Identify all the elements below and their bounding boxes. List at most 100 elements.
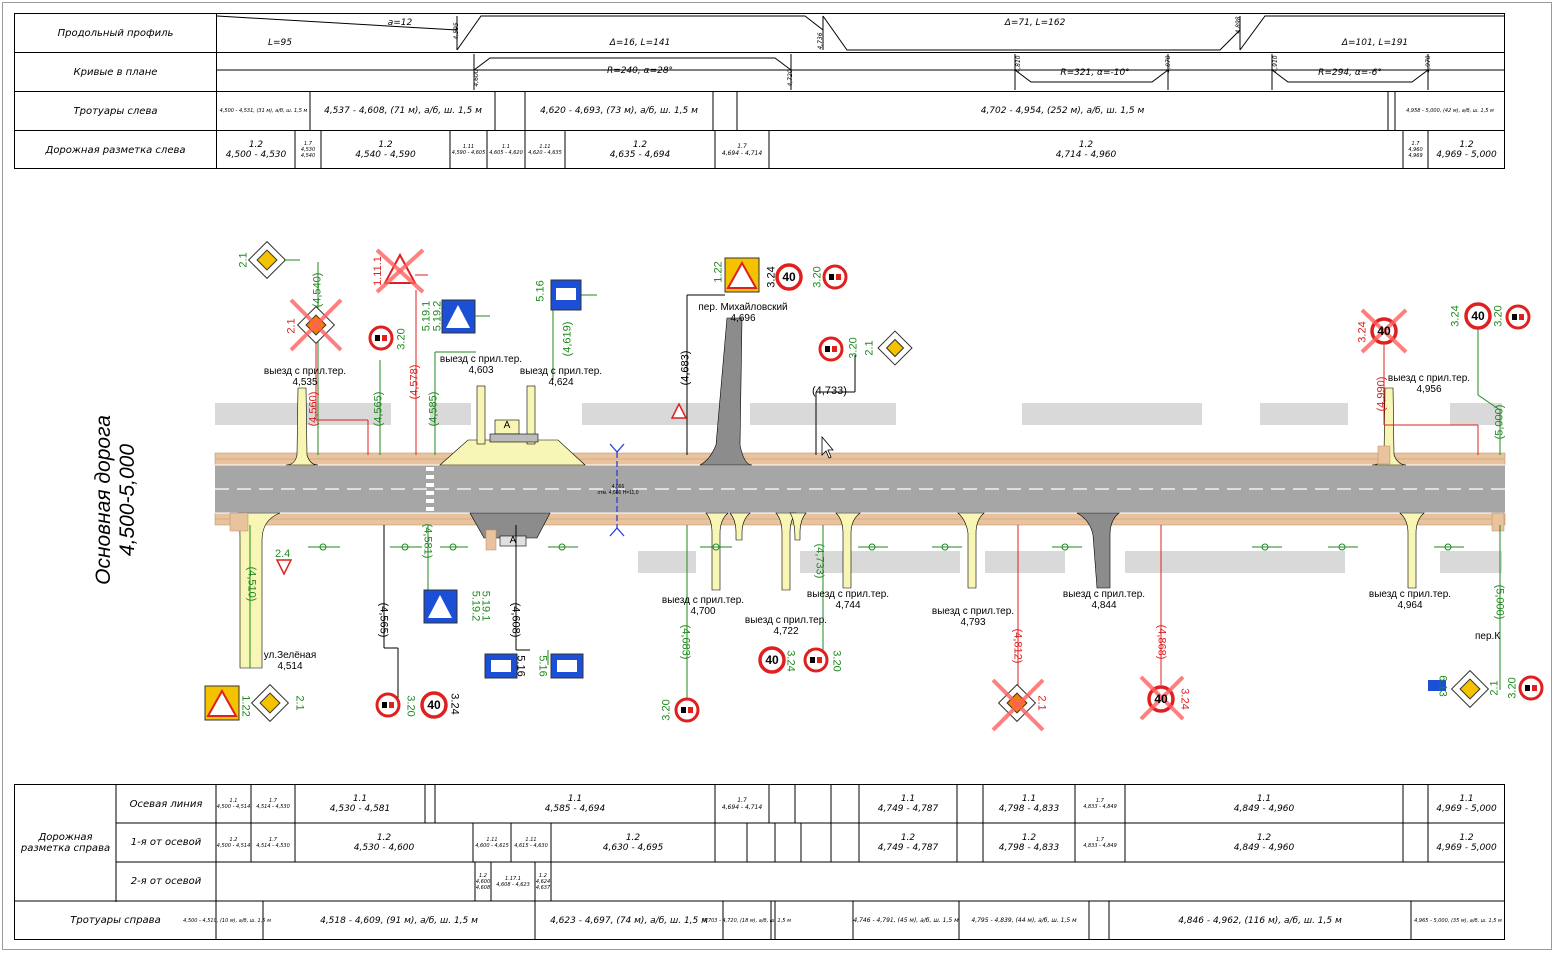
row-label-marking-left: Дорожная разметка слева <box>45 144 186 156</box>
speed-limit-icon <box>1360 308 1408 354</box>
sign-no-overtaking <box>1505 304 1531 330</box>
marking-range: 4,624 4,637 <box>535 878 551 891</box>
row-label-second: 2-я от осевой <box>130 876 202 887</box>
pk-mark: (4,585) <box>427 391 440 427</box>
marking-range: 4,500 - 4,514 <box>216 804 251 810</box>
marking-range: 4,605 - 4,620 <box>489 150 523 156</box>
marking-range: 4,749 - 4,787 <box>877 842 939 853</box>
black-leaders <box>383 294 856 705</box>
marking-type: 1.2 <box>1021 832 1037 843</box>
sign-no-overtaking <box>674 697 700 723</box>
pk-mark: (4,560) <box>307 391 320 427</box>
sign-code: 3.20 <box>1506 677 1519 699</box>
sign-code: 2.1 <box>863 340 876 356</box>
marking-type: 1.11 <box>462 144 475 150</box>
sign-code: 5.16 <box>514 655 527 677</box>
marking-range: 4,714 - 4,960 <box>1055 150 1117 160</box>
sign-code: 5.16 <box>536 655 549 677</box>
marking-range: 4,500 - 4,514 <box>216 842 251 849</box>
exit-label: выезд с прил.тер.4,844 <box>1049 589 1159 611</box>
row-label-profile: Продольный профиль <box>57 28 174 39</box>
divider <box>15 52 1505 53</box>
exit-mikhailovsky <box>699 317 753 466</box>
pk-mark: (4,581) <box>421 523 434 559</box>
pk-mark: (4,608) <box>509 602 522 638</box>
sidewalk-left: 4,500 - 4,531, (31 м), а/б, ш. 1,5 м <box>219 108 308 114</box>
sign-pedestrian-crossing <box>441 299 490 334</box>
marking-range: 4,514 - 4,530 <box>256 804 290 810</box>
row-label-sidewalks-left: Тротуары слева <box>73 106 158 117</box>
brick-pattern <box>215 458 1505 520</box>
exit-label: выезд с прил.тер.4,964 <box>1355 589 1465 611</box>
grey-bands <box>215 403 1502 573</box>
marking-range: 4,615 - 4,630 <box>514 842 548 849</box>
row-label-sidewalks-right: Тротуары справа <box>70 915 161 926</box>
marking-type: 1.1 <box>502 144 510 150</box>
speed-limit-icon <box>420 691 448 719</box>
profile-d71: Δ=71, L=162 <box>1004 18 1066 28</box>
top-table: Продольный профиль Кривые в плане Тротуа… <box>14 13 1505 169</box>
pk-mark: (4,868) <box>1155 624 1168 660</box>
exits-bottom <box>237 512 1425 669</box>
sign-code: 3.24 <box>765 266 778 288</box>
exit-pk: 4,722 <box>773 626 799 637</box>
marking-range: 4,620 - 4,635 <box>528 150 562 156</box>
sidewalk-right: 4,965 - 5,000, (35 м), а/б, ш. 1,5 м <box>1414 917 1502 924</box>
marking-type: 1.7 <box>1096 798 1104 804</box>
profile-graph <box>216 15 1505 169</box>
sign-code: 3.20 <box>660 699 673 721</box>
marking-range: 4,798 - 4,833 <box>998 842 1060 853</box>
marking-range: 4,540 - 4,590 <box>355 150 416 160</box>
marking-range: 4,849 - 4,960 <box>1233 842 1295 853</box>
exit-pk: 4,956 <box>1416 384 1442 395</box>
small-markers <box>308 543 1464 551</box>
sign-code: 6.13 <box>1436 675 1449 697</box>
speed-value: 40 <box>1471 309 1485 323</box>
marking-type: 1.7 <box>1411 141 1420 147</box>
exit-name: выезд с прил.тер. <box>1062 589 1146 600</box>
exit-pk: 4,696 <box>730 313 756 324</box>
bus-stop-letter: A <box>503 420 511 431</box>
marking-type: 1.2 <box>1078 140 1094 150</box>
marking-type: 1.17.1 <box>505 875 521 882</box>
marking-type: 1.11 <box>525 836 537 843</box>
marking-range: 4,960 4,969 <box>1408 147 1423 159</box>
road-name: Основная дорога <box>92 415 115 585</box>
group-label: Дорожная разметка справа <box>20 832 111 854</box>
marking-range: 4,600 - 4,615 <box>475 842 509 849</box>
marking-range: 4,694 - 4,714 <box>721 150 763 157</box>
exit-label: выезд с прил.тер.4,744 <box>793 589 903 611</box>
sign-code: 3.24 <box>1178 688 1191 710</box>
red-leaders <box>315 290 1479 690</box>
sign-bus-stop <box>550 653 584 679</box>
sign-no-overtaking <box>822 264 848 290</box>
marking-type: 1.1 <box>900 794 916 804</box>
profile-d101: Δ=101, L=191 <box>1341 38 1409 48</box>
sign-children-crossing <box>724 257 760 293</box>
exit-name: выезд с прил.тер. <box>439 354 523 365</box>
exit-label: выезд с прил.тер.4,956 <box>1374 373 1484 395</box>
sign-main-road-removed <box>289 298 343 352</box>
marking-type: 1.2 <box>229 836 238 843</box>
pk-mark: (4,565) <box>372 391 385 427</box>
sign-code: 1.22 <box>712 261 725 283</box>
exit-pk: 4,844 <box>1091 600 1117 611</box>
exit-name: пер. Михайловский <box>698 302 788 313</box>
marking-range: 4,849 - 4,960 <box>1233 804 1295 814</box>
exit-pk: 4,964 <box>1397 600 1423 611</box>
marking-range: 4,969 - 5,000 <box>1436 150 1497 160</box>
marking-type: 1.2 <box>1459 140 1474 150</box>
marking-type: 1.2 <box>539 872 547 879</box>
marking-range: 4,635 - 4,694 <box>609 150 671 160</box>
